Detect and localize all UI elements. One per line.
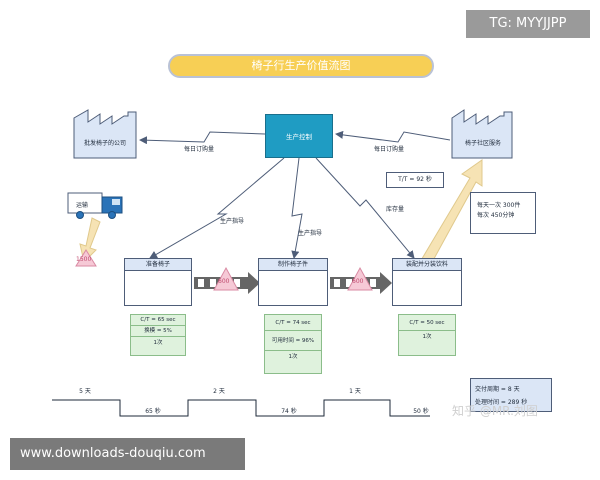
- customer-demand-line-1: 每天一次 300件: [477, 202, 521, 209]
- data-box-1: C/T = 65 sec 换模 = 5% 1次: [130, 314, 186, 356]
- truck-icon: [67, 192, 123, 219]
- timeline-process-1: 65 秒: [145, 408, 161, 415]
- inventory-label: 库存量: [386, 206, 405, 213]
- summary-box: 交付周期 = 8 天 处理时间 = 289 秒: [470, 378, 552, 412]
- inventory-between-2: 600: [352, 278, 364, 285]
- zhihu-watermark: 知乎 @MR.刘图: [452, 404, 538, 418]
- customer-factory-icon: [451, 109, 513, 159]
- inventory-between-1: 600: [218, 278, 230, 285]
- inventory-left-value: 1500: [76, 256, 92, 263]
- instruction-line-1: [149, 157, 285, 259]
- data-box-1-row-1: C/T = 65 sec: [131, 315, 185, 326]
- timeline-process-3: 50 秒: [413, 408, 429, 415]
- inventory-triangle-left: [75, 249, 97, 267]
- timeline-wait-2: 2 天: [213, 388, 225, 395]
- process-name-1: 准备椅子: [125, 259, 191, 271]
- data-box-3-row-2: 1次: [422, 333, 432, 340]
- process-name-3: 装配并分装饮料: [393, 259, 461, 271]
- timeline-process-2: 74 秒: [281, 408, 297, 415]
- data-box-2-row-1: C/T = 74 sec: [265, 315, 321, 331]
- order-flow-right-label: 每日订购量: [374, 146, 405, 153]
- timeline-wait-3: 1 天: [349, 388, 361, 395]
- instruction-label-1: 生产指导: [220, 218, 245, 225]
- transport-label: 运输: [76, 202, 89, 209]
- watermark-top: TG: MYYJJPP: [466, 10, 590, 38]
- customer-label: 椅子社区服务: [464, 140, 501, 147]
- takt-time-box: T/T = 92 秒: [386, 172, 444, 188]
- timeline: [52, 399, 430, 417]
- instruction-label-2: 生产指导: [298, 230, 323, 237]
- order-flow-left-label: 每日订购量: [184, 146, 215, 153]
- customer-demand-line-2: 每次 450分钟: [477, 212, 515, 219]
- data-box-2-row-2: 可用时间 = 96%: [265, 331, 321, 351]
- supplier-factory-icon: [73, 109, 137, 159]
- customer-demand-box: 每天一次 300件 每次 450分钟: [470, 192, 536, 234]
- lead-time: 交付周期 = 8 天: [475, 386, 520, 393]
- order-line-left: [139, 131, 266, 145]
- watermark-bottom: www.downloads-douqiu.com: [10, 438, 245, 470]
- supplier-label: 批发椅子的公司: [83, 140, 126, 147]
- data-box-2: C/T = 74 sec 可用时间 = 96% 1次: [264, 314, 322, 374]
- process-box-1: 准备椅子: [124, 258, 192, 306]
- process-box-3: 装配并分装饮料: [392, 258, 462, 306]
- shipment-arrow-right: [419, 159, 483, 267]
- data-box-1-row-2: 换模 = 5%: [131, 326, 185, 337]
- timeline-wait-1: 5 天: [79, 388, 91, 395]
- inventory-triangle-1: [213, 266, 239, 291]
- data-box-1-row-3: 1次: [153, 339, 163, 346]
- instruction-line-2: [291, 157, 303, 259]
- data-box-3: C/T = 50 sec 1次: [398, 314, 456, 356]
- data-box-3-row-1: C/T = 50 sec: [399, 315, 455, 331]
- processing-time: 处理时间 = 289 秒: [475, 399, 528, 406]
- process-name-2: 制作椅子件: [259, 259, 327, 271]
- data-box-2-row-3: 1次: [288, 353, 298, 360]
- inventory-triangle-2: [347, 266, 373, 291]
- production-control-box: 生产控制: [265, 114, 333, 158]
- diagram-title: 椅子行生产价值流图: [168, 54, 434, 78]
- process-box-2: 制作椅子件: [258, 258, 328, 306]
- instruction-line-3: [315, 157, 415, 259]
- order-line-right: [335, 130, 451, 143]
